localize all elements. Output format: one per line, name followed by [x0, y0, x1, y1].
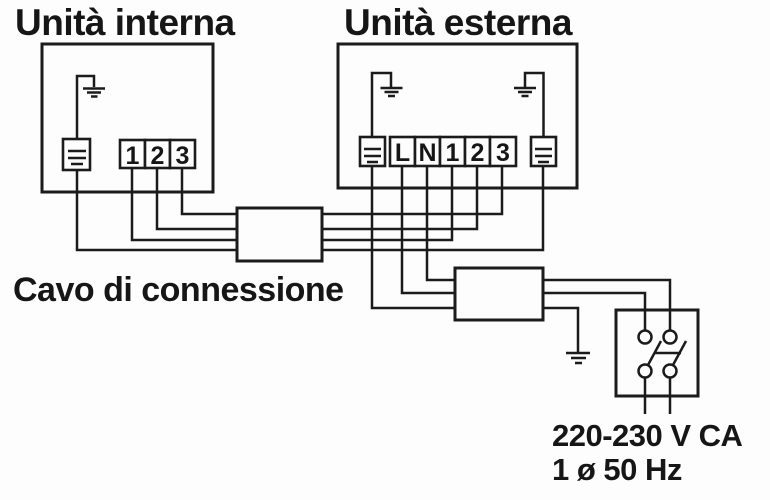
wire-outdoor-ground-right: [320, 164, 545, 252]
wire-to-earth: [541, 306, 580, 352]
outdoor-unit-title: Unità esterna: [344, 2, 573, 43]
outdoor-terminal-N-label: N: [418, 139, 436, 167]
switch-contact-top-left: [637, 329, 653, 345]
wire-indoor-2: [155, 166, 239, 231]
outdoor-ground-terminal-left-icon: [364, 147, 381, 164]
indoor-ground-terminal: [61, 137, 92, 172]
indoor-ground-terminal-box: [61, 137, 92, 172]
wire-outdoor-2: [320, 164, 479, 231]
indoor-unit: 1 2 3: [40, 42, 215, 194]
indoor-terminal-3-label: 3: [176, 142, 190, 170]
wire-to-switch-right: [541, 278, 672, 330]
switch-contact-bottom-left: [637, 363, 653, 379]
outdoor-terminal-1-label: 1: [446, 139, 460, 167]
connection-cable-label: Cavo di connessione: [13, 271, 344, 309]
power-rating-line2: 1 ø 50 Hz: [552, 452, 682, 487]
wire-outdoor-ground-left: [370, 164, 457, 310]
switch-contact-top-right: [662, 329, 678, 345]
switch-box: [614, 308, 700, 398]
wire-indoor-3: [180, 166, 239, 216]
indoor-terminal-1-label: 1: [126, 142, 140, 170]
wire-N: [425, 164, 457, 282]
indoor-terminal-1-box: [118, 138, 147, 170]
outdoor-terminal-L-box: [388, 135, 417, 168]
indoor-ground-terminal-icon: [68, 149, 86, 166]
wire-L: [400, 164, 457, 295]
outdoor-terminal-strip: L N 1 2 3: [388, 135, 518, 168]
outdoor-terminal-L-label: L: [395, 139, 410, 167]
earth-ground-icon: [566, 351, 590, 365]
connection-cable-junction-block: [235, 206, 324, 263]
indoor-ground-icon: [75, 74, 105, 140]
wire-indoor-ground: [75, 166, 239, 252]
wire-to-switch-left: [541, 291, 647, 330]
outdoor-ground-terminal-right-icon: [535, 147, 552, 164]
switch-contact-bottom-right: [662, 363, 678, 379]
outdoor-ground-terminal-right: [529, 135, 558, 168]
outdoor-terminal-2-label: 2: [471, 139, 485, 167]
power-switch: [614, 308, 700, 398]
power-supply-wires: [370, 164, 672, 414]
indoor-unit-box: [40, 42, 215, 194]
outdoor-terminal-N-box: [413, 135, 442, 168]
power-rating-line1: 220-230 V CA: [552, 418, 743, 453]
indoor-unit-title: Unità interna: [15, 2, 236, 43]
indoor-terminal-2-label: 2: [151, 142, 165, 170]
outdoor-terminal-3-box: [488, 135, 518, 168]
outdoor-terminal-1-box: [438, 135, 467, 168]
outdoor-ground-icon-right: [514, 71, 545, 137]
indoor-terminal-2-box: [143, 138, 172, 170]
outdoor-unit-box: [336, 42, 579, 190]
outdoor-terminal-3-label: 3: [496, 139, 510, 167]
power-plug-block: [453, 266, 545, 322]
indoor-terminal-3-box: [168, 138, 197, 170]
wire-outdoor-3: [320, 164, 504, 216]
switch-levers: [646, 340, 688, 366]
indoor-terminal-strip: 1 2 3: [118, 138, 197, 170]
outdoor-unit: L N 1 2 3: [336, 42, 579, 190]
outdoor-ground-terminal-left: [358, 135, 387, 168]
outdoor-terminal-2-box: [463, 135, 492, 168]
outdoor-ground-icon-left: [370, 71, 403, 137]
